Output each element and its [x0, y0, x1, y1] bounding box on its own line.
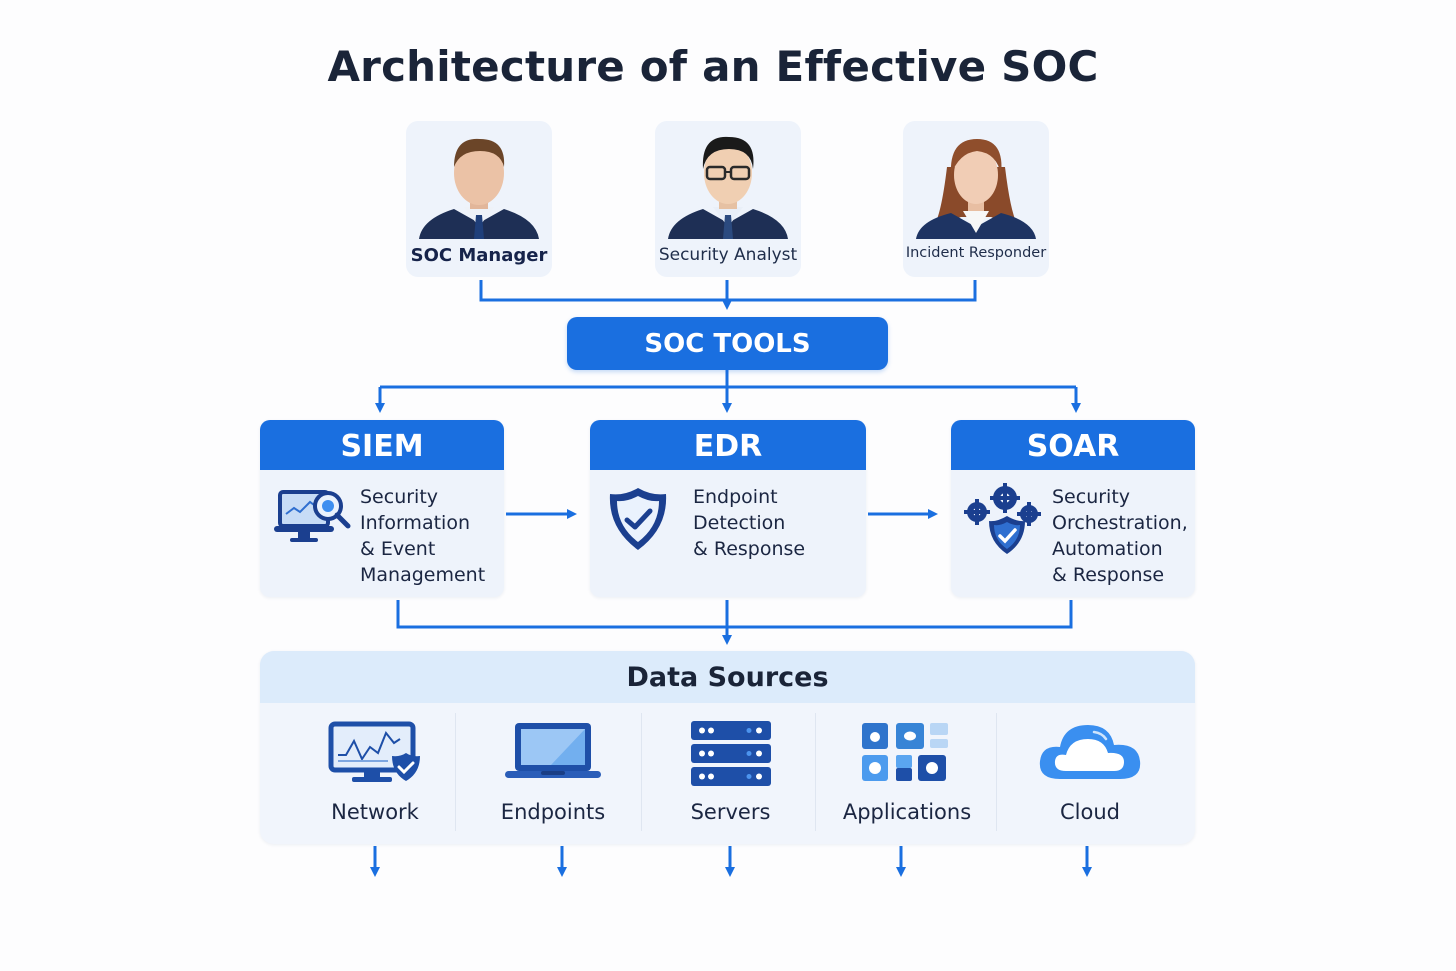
- portrait-man-glasses-icon: [668, 136, 788, 239]
- role-card-soc-manager: SOC Manager: [406, 121, 552, 277]
- column-divider: [641, 713, 642, 831]
- laptop-icon: [505, 723, 601, 778]
- page-title: Architecture of an Effective SOC: [327, 42, 1099, 91]
- data-source-label: Applications: [842, 800, 972, 824]
- monitor-magnifier-icon: [274, 490, 351, 542]
- role-label: Security Analyst: [658, 245, 798, 265]
- column-divider: [815, 713, 816, 831]
- data-source-applications: Applications: [817, 703, 997, 844]
- tool-card-soar: SOAR Security Orchestration, Automation …: [951, 420, 1195, 597]
- soc-tools-box: SOC TOOLS: [567, 317, 888, 370]
- tool-name: SIEM: [260, 420, 504, 470]
- data-source-endpoints: Endpoints: [458, 703, 648, 844]
- data-source-network: Network: [280, 703, 470, 844]
- data-source-label: Endpoints: [500, 800, 606, 824]
- data-source-label: Cloud: [1060, 800, 1120, 824]
- role-card-incident-responder: Incident Responder: [903, 121, 1049, 277]
- server-rack-icon: [690, 721, 771, 786]
- tool-description: Security Information & Event Management: [360, 486, 486, 586]
- role-card-security-analyst: Security Analyst: [655, 121, 801, 277]
- shield-check-icon: [609, 488, 667, 550]
- role-label: SOC Manager: [410, 245, 548, 266]
- data-source-servers: Servers: [643, 703, 818, 844]
- column-divider: [996, 713, 997, 831]
- tool-name: SOAR: [951, 420, 1195, 470]
- data-source-label: Servers: [690, 800, 771, 824]
- data-source-label: Network: [331, 800, 419, 824]
- data-sources-panel: Data Sources Network Endpoints: [260, 651, 1195, 844]
- column-divider: [455, 713, 456, 831]
- cards-connector: [396, 600, 1073, 629]
- app-grid-icon: [862, 723, 948, 781]
- portrait-man-icon: [419, 138, 539, 239]
- tool-card-edr: EDR Endpoint Detection & Response: [590, 420, 866, 597]
- gears-shield-icon: [964, 483, 1041, 554]
- cloud-icon: [1039, 725, 1141, 779]
- tool-description: Security Orchestration, Automation & Res…: [1052, 486, 1188, 586]
- tool-card-siem: SIEM Security Information & Event Manage…: [260, 420, 504, 597]
- role-label: Incident Responder: [905, 245, 1047, 261]
- network-monitor-shield-icon: [328, 721, 420, 782]
- tool-name: EDR: [590, 420, 866, 470]
- data-sources-title: Data Sources: [260, 651, 1195, 703]
- portrait-woman-icon: [916, 139, 1036, 239]
- data-source-cloud: Cloud: [997, 703, 1183, 844]
- tool-description: Endpoint Detection & Response: [693, 486, 806, 560]
